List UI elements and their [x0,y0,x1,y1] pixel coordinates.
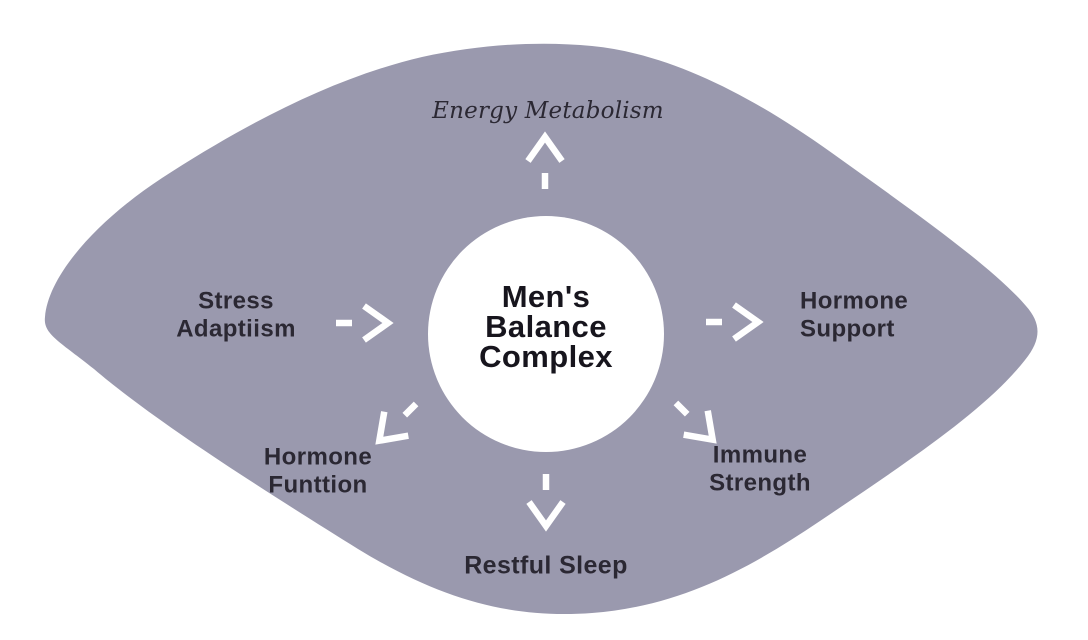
spoke-label-hormone-support: Hormone Support [800,287,908,342]
spoke-label-immune-strength: Immune Strength [709,441,811,496]
spoke-label-line: Strength [709,469,811,496]
spoke-label-stress-adaptiism: Stress Adaptiism [176,287,296,342]
spoke-label-line: Hormone [263,443,373,471]
arrow-right-icon [702,291,764,353]
spoke-label-text: Restful Sleep [464,551,628,580]
spoke-label-restful-sleep: Restful Sleep [464,552,628,581]
spoke-label-line: Support [800,315,895,342]
center-node-title-line: Complex [479,338,613,374]
arrow-down-left-icon [366,392,428,454]
arrow-down-icon [515,470,577,532]
spoke-label-line: Funttion [268,471,368,498]
spoke-label-energy-metabolism: Energy Metabolism [432,98,664,124]
arrow-right-icon [332,292,394,354]
spoke-label-line: Stress [198,287,274,315]
spoke-label-hormone-funttion: Hormone Funttion [264,443,372,498]
center-node-title-line: Balance [485,309,607,345]
spoke-label-line: Immune [712,441,808,469]
arrow-up-icon [514,131,576,193]
spoke-label-line: Hormone [800,287,909,315]
spoke-label-text: Energy Metabolism [432,97,664,124]
arrow-down-right-icon [664,391,726,453]
center-node-title-line: Men's [501,279,591,315]
center-node-circle: Men's Balance Complex [428,216,664,452]
spoke-label-line: Adaptiism [176,315,296,342]
